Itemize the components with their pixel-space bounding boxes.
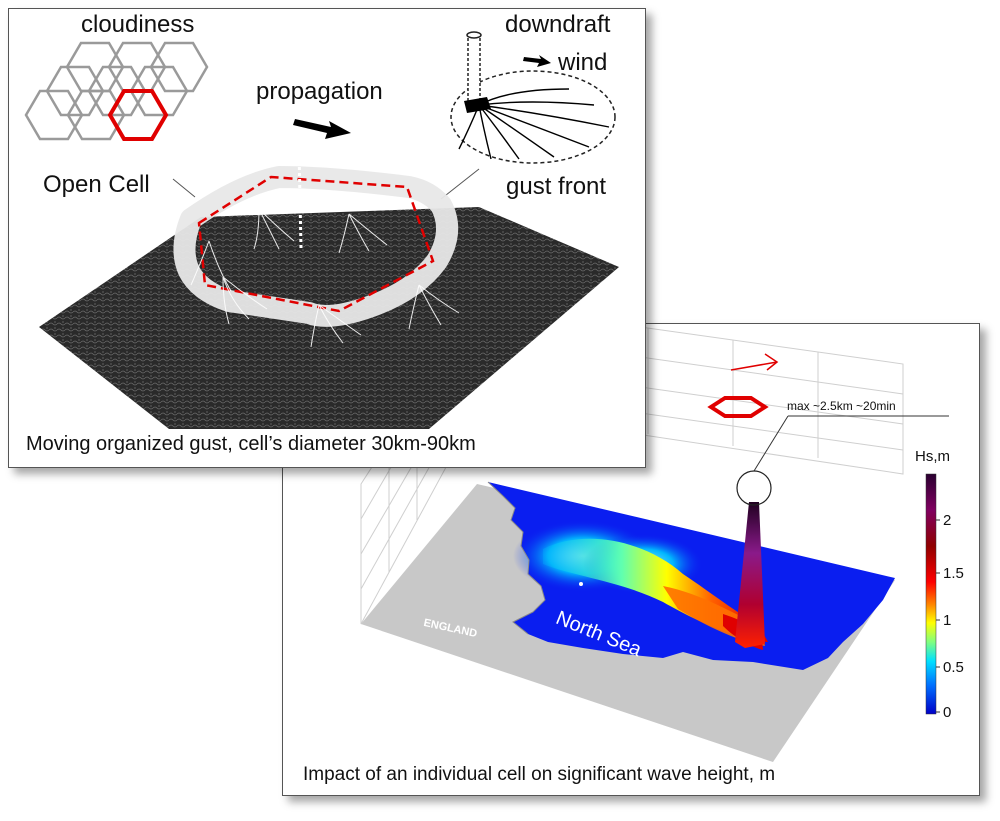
open-cell-label: Open Cell [43,171,150,198]
outflow-streamlines [190,208,460,348]
wave-plume [513,502,768,650]
bottom-caption: Impact of an individual cell on signific… [303,764,776,785]
gust-cell-ring [173,148,458,327]
wind-label: wind [558,49,608,76]
gust-diagram-panel: cloudiness downdraft wind propagation Op… [8,8,646,468]
wave-height-plot [360,324,949,762]
top-caption: Moving organized gust, cell’s diameter 3… [26,433,476,455]
colorbar [925,473,937,715]
colorbar-tick-1: 1 [943,612,952,629]
cell-hexagon-marker [707,396,769,418]
wave-peak [735,502,765,648]
propagation-arrow [293,119,351,139]
peak-highlight-circle [736,470,772,506]
colorbar-tick-2: 2 [943,512,952,529]
wind-arrow [523,55,551,67]
gust-front-label: gust front [506,173,607,200]
peak-annotation-text: max ~2.5km ~20min [787,399,896,413]
cell-annotation [707,353,949,506]
colorbar-tick-1-5: 1.5 [943,565,964,582]
cell-outline-red [197,175,435,313]
open-cell-hexagon [107,89,169,141]
gust-front-detail [450,31,616,164]
propagation-label: propagation [256,78,383,105]
colorbar-tick-0: 0 [943,704,952,721]
downdraft-label: downdraft [505,11,611,38]
colorbar-tick-0-5: 0.5 [943,659,964,676]
cloudiness-label: cloudiness [81,11,195,38]
gust-diagram [24,31,619,429]
colorbar-title: Hs,m [915,448,950,465]
propagation-arrow-red [730,353,779,371]
